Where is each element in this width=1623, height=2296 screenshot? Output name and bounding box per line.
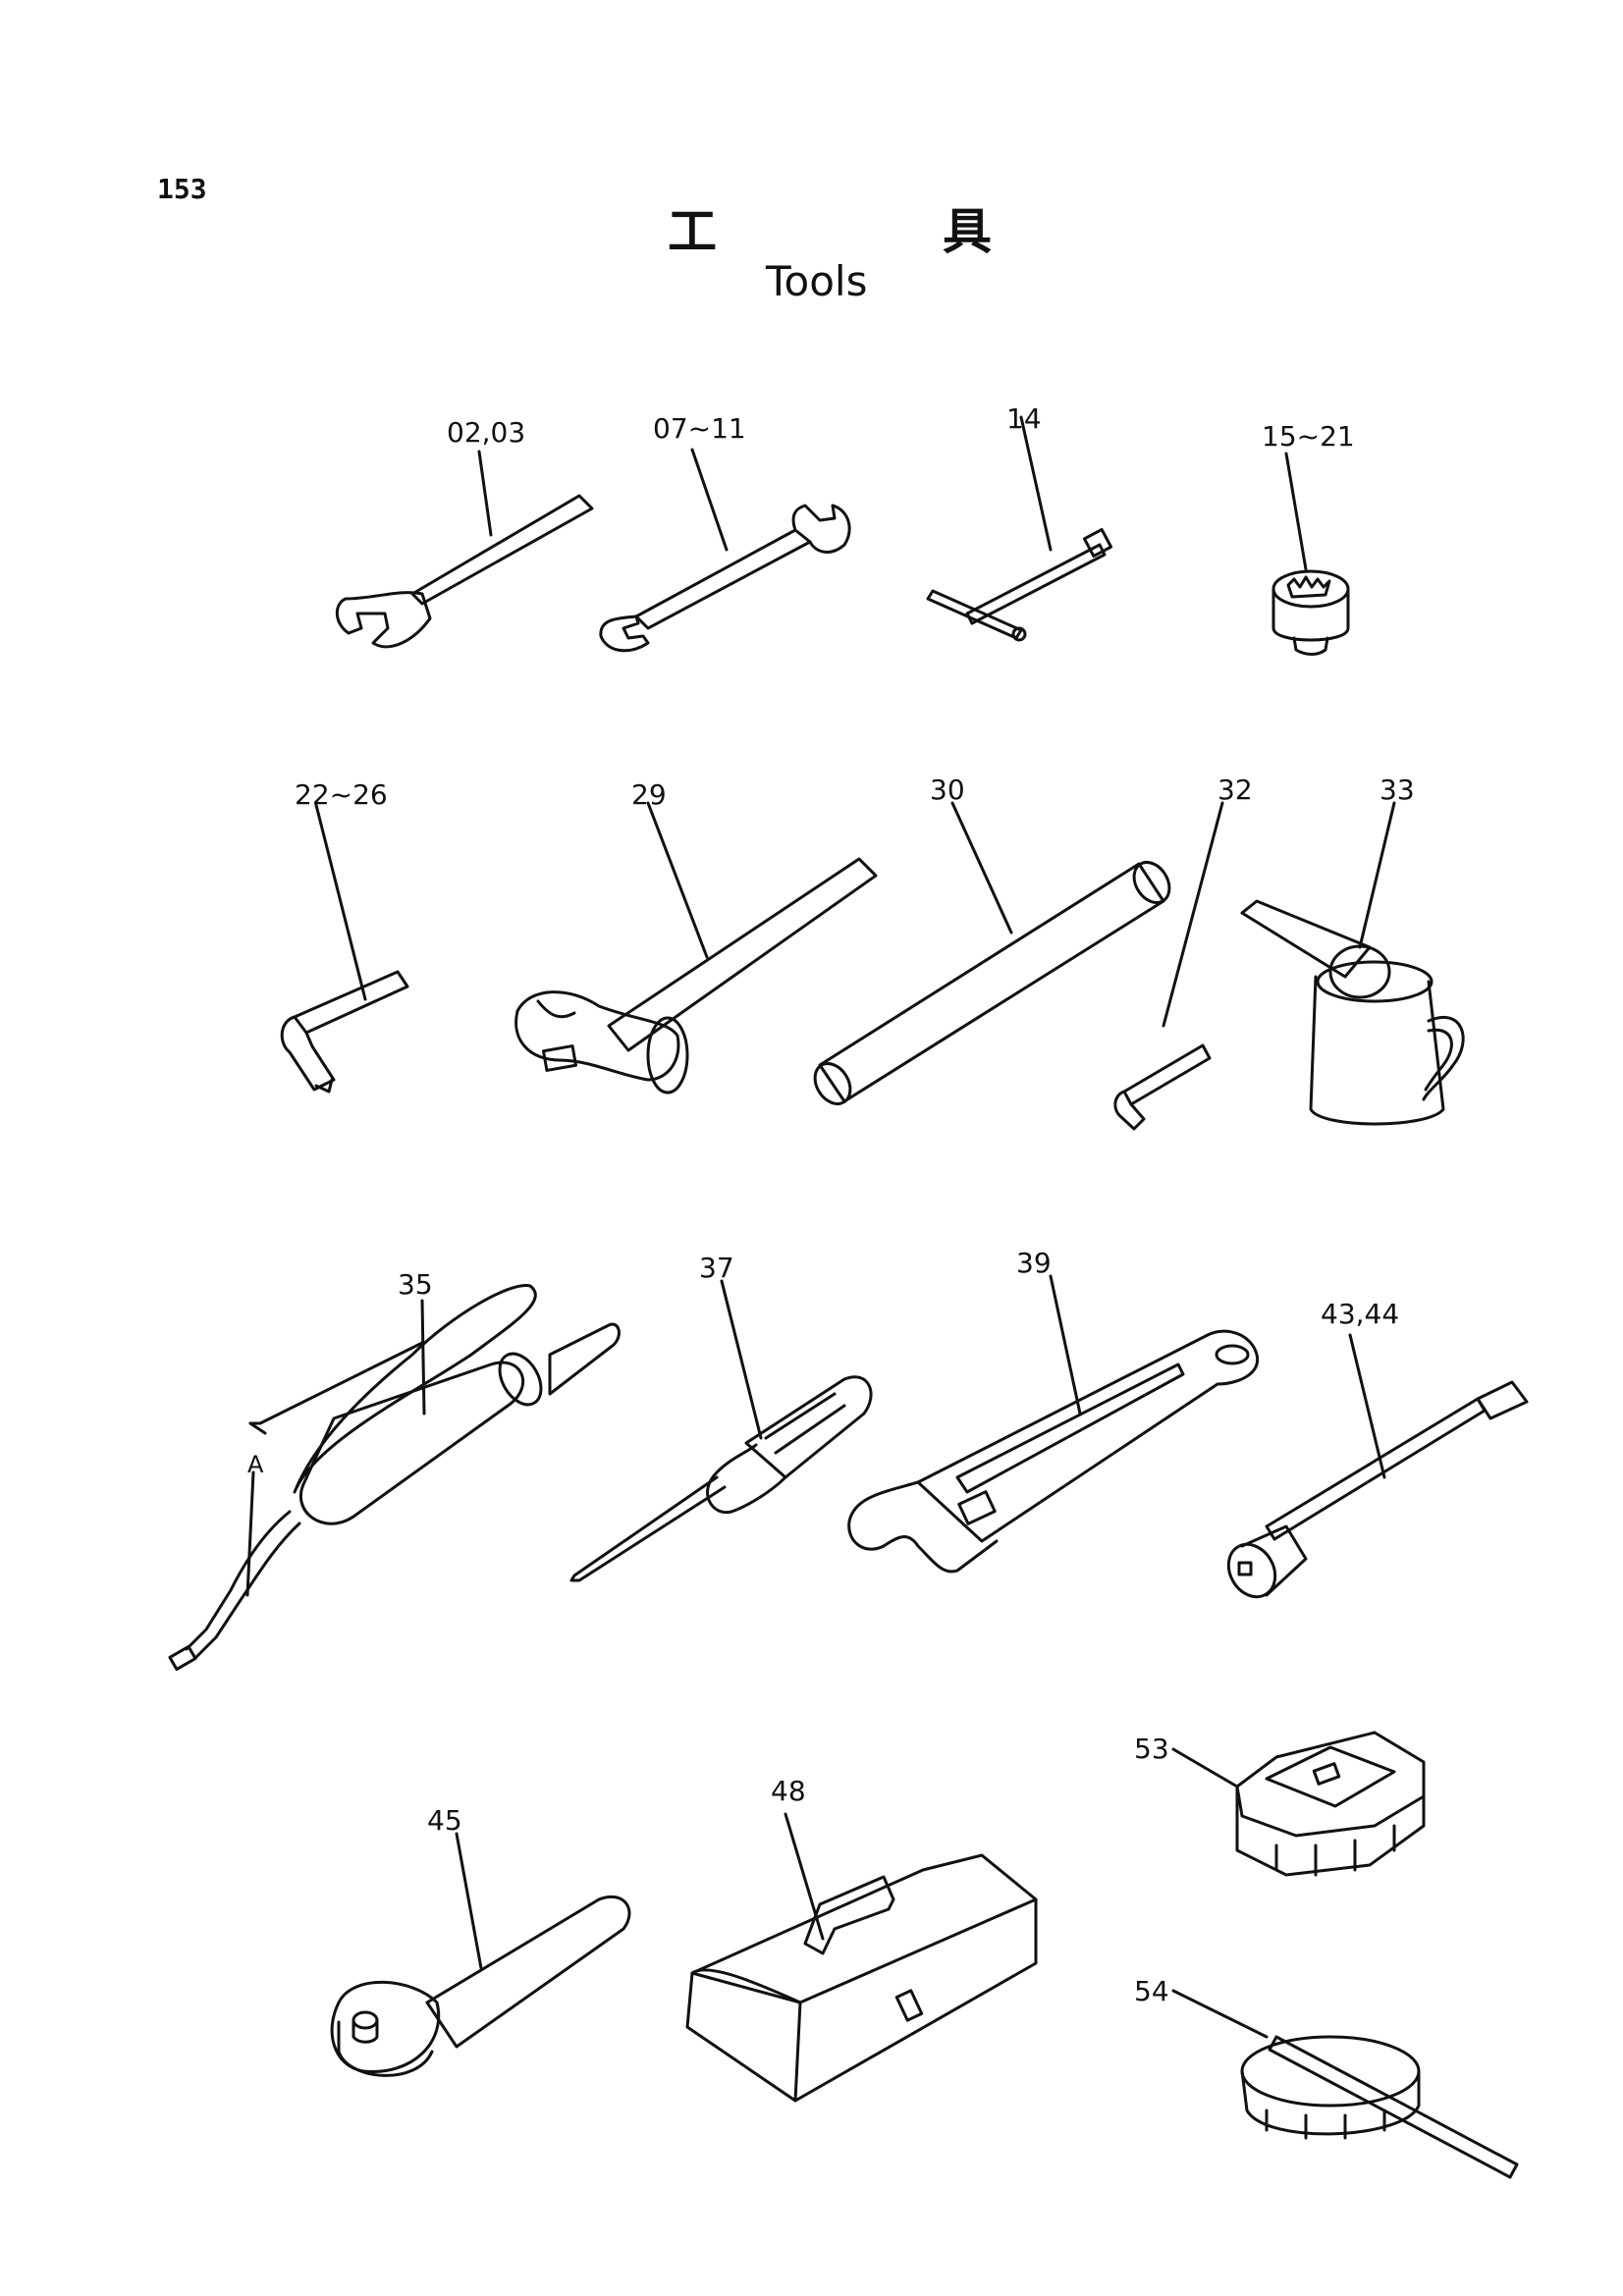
double-wrench-illustration bbox=[599, 448, 851, 653]
part-label-39: 39 bbox=[1016, 1247, 1052, 1279]
part-label-32: 32 bbox=[1217, 774, 1253, 806]
part-label-35: 35 bbox=[398, 1268, 433, 1301]
toolbox-illustration bbox=[685, 1812, 1038, 2103]
filter-wrench-54-illustration bbox=[1171, 1989, 1519, 2179]
part-label-54: 54 bbox=[1134, 1975, 1169, 2007]
part-label-14: 14 bbox=[1006, 402, 1042, 435]
screwdriver-illustration bbox=[569, 1279, 873, 1582]
title-jp-char-1: 工 bbox=[668, 203, 717, 260]
title-jp-char-2: 具 bbox=[943, 203, 992, 260]
callout-a: A bbox=[247, 1451, 264, 1478]
extension-bar-illustration bbox=[1226, 1333, 1529, 1599]
filter-wrench-53-illustration bbox=[1171, 1731, 1426, 1877]
part-label-37: 37 bbox=[699, 1252, 734, 1284]
page-title: Tools bbox=[766, 257, 868, 305]
open-end-wrench-illustration bbox=[335, 450, 594, 649]
socket-illustration bbox=[1271, 452, 1350, 656]
hex-key-illustration bbox=[280, 803, 409, 1094]
adjustable-wrench-illustration bbox=[847, 1274, 1260, 1574]
part-label-53: 53 bbox=[1134, 1733, 1169, 1765]
part-label-29: 29 bbox=[631, 778, 667, 811]
l-wrench-illustration bbox=[1113, 801, 1224, 1131]
part-label-07-11: 07~11 bbox=[653, 412, 746, 445]
page-number: 153 bbox=[157, 173, 207, 205]
grease-gun-illustration bbox=[168, 1284, 621, 1672]
part-label-43-44: 43,44 bbox=[1321, 1298, 1400, 1330]
ratchet-illustration bbox=[330, 1832, 631, 2077]
part-label-45: 45 bbox=[427, 1804, 462, 1837]
page-title-japanese: 工 具 bbox=[648, 192, 1041, 260]
part-label-02-03: 02,03 bbox=[447, 416, 526, 449]
hammer-illustration bbox=[514, 801, 878, 1095]
part-label-48: 48 bbox=[771, 1775, 806, 1807]
part-label-22-26: 22~26 bbox=[295, 778, 388, 811]
part-label-33: 33 bbox=[1380, 774, 1415, 806]
pipe-illustration bbox=[813, 801, 1171, 1105]
part-label-15-21: 15~21 bbox=[1262, 420, 1355, 453]
t-bar-wrench-illustration bbox=[926, 415, 1113, 642]
oil-can-illustration bbox=[1240, 801, 1465, 1126]
part-label-30: 30 bbox=[930, 774, 965, 806]
